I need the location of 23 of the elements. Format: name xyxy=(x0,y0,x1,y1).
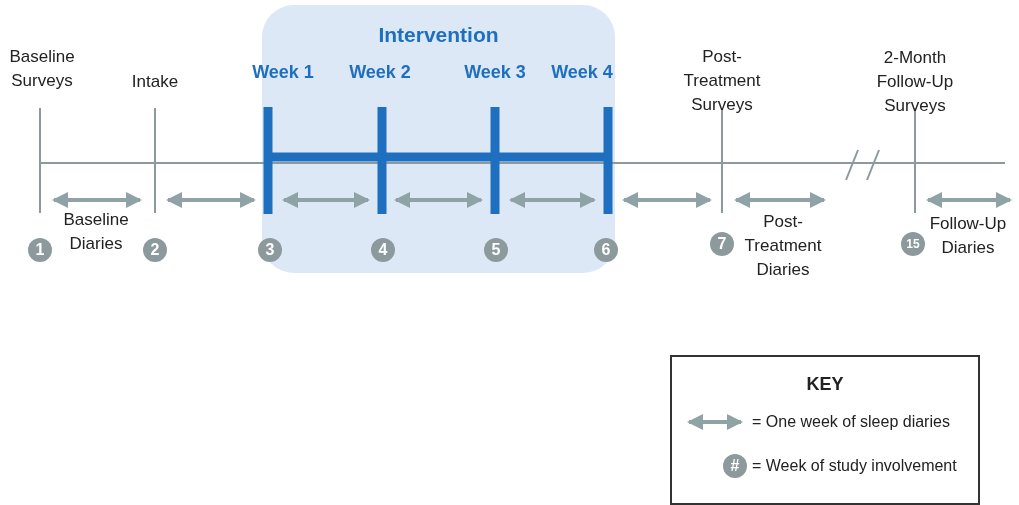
timeline-label: 2-Month Follow-Up Surveys xyxy=(875,47,955,117)
week-label: Week 1 xyxy=(251,61,315,84)
week-label: Week 3 xyxy=(463,61,527,84)
timeline-label: Intake xyxy=(130,71,180,93)
week-number-badge: 5 xyxy=(484,238,508,262)
legend-text: = Week of study involvement xyxy=(752,456,957,476)
timeline-label: Follow-Up Diaries xyxy=(928,213,1008,259)
week-number-badge: 3 xyxy=(258,238,282,262)
week-label: Week 4 xyxy=(550,61,614,84)
week-number-badge: 6 xyxy=(594,238,618,262)
week-number-badge: 2 xyxy=(143,238,167,262)
week-number-badge: 15 xyxy=(901,232,925,256)
timeline-label: Post-Treatment Diaries xyxy=(743,211,823,281)
band-title: Intervention xyxy=(377,23,500,47)
week-number-badge: 1 xyxy=(28,238,52,262)
week-label: Week 2 xyxy=(348,61,412,84)
timeline-label: Post-Treatment Surveys xyxy=(682,46,762,116)
timeline-label: Baseline Diaries xyxy=(62,209,130,255)
timeline-label: Baseline Surveys xyxy=(8,46,76,92)
week-number-badge: 4 xyxy=(371,238,395,262)
week-number-badge: 7 xyxy=(710,232,734,256)
key-title: KEY xyxy=(805,373,845,396)
legend-text: = One week of sleep diaries xyxy=(752,412,950,432)
